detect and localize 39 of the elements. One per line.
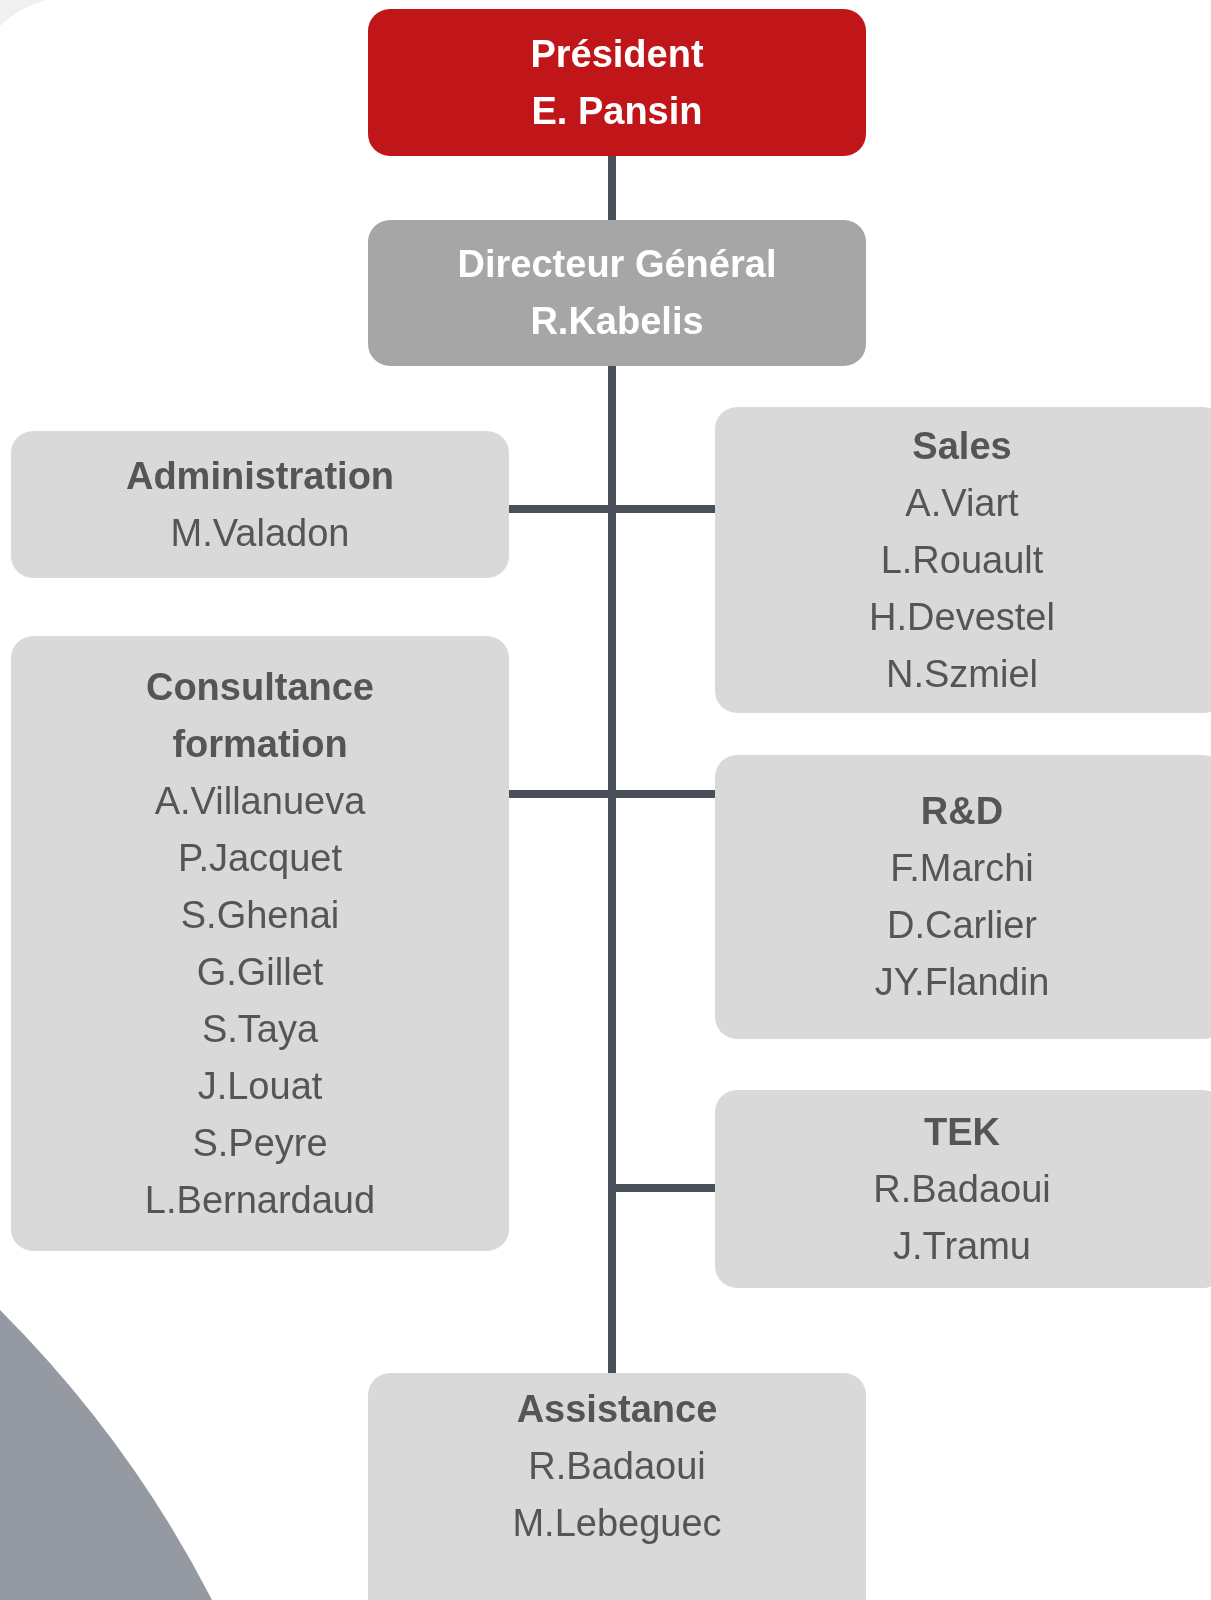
org-box	[715, 407, 1211, 713]
box-title: Directeur Général	[457, 242, 777, 287]
person-name: P.Jacquet	[177, 835, 343, 881]
person-name: L.Rouault	[880, 537, 1044, 583]
person-name: D.Carlier	[887, 903, 1037, 948]
box-title: Administration	[125, 453, 395, 499]
person-name: J.Louat	[197, 1063, 323, 1109]
person-name: M.Lebeguec	[512, 1501, 722, 1546]
person-name: N.Szmiel	[886, 651, 1038, 697]
person-name: R.Badaoui	[873, 1166, 1051, 1212]
box-title: Consultance formation	[144, 664, 375, 767]
person-name: E. Pansin	[531, 88, 703, 134]
org-box	[11, 431, 509, 578]
connector-line	[608, 156, 616, 220]
org-box	[11, 636, 509, 1251]
person-name: A.Viart	[905, 480, 1019, 526]
person-name: A.Villanueva	[154, 778, 366, 824]
person-name: R.Kabelis	[530, 299, 704, 344]
org-box	[368, 1373, 866, 1600]
person-name: S.Peyre	[192, 1120, 328, 1166]
box-title: R&D	[920, 789, 1004, 834]
box-title: Sales	[912, 423, 1012, 469]
box-title: TEK	[924, 1109, 1000, 1155]
person-name: M.Valadon	[170, 510, 350, 556]
org-box	[368, 220, 866, 366]
person-name: J.Tramu	[893, 1223, 1031, 1269]
org-box	[715, 1090, 1211, 1288]
box-title: Assistance	[516, 1387, 718, 1432]
box-title: Président	[530, 31, 704, 77]
person-name: H.Devestel	[869, 594, 1055, 640]
person-name: G.Gillet	[196, 949, 324, 995]
person-name: L.Bernardaud	[144, 1177, 376, 1223]
person-name: JY.Flandin	[874, 960, 1050, 1005]
person-name: R.Badaoui	[528, 1444, 706, 1489]
person-name: S.Taya	[201, 1006, 319, 1052]
person-name: S.Ghenai	[180, 892, 340, 938]
org-box	[368, 9, 866, 156]
person-name: F.Marchi	[890, 846, 1034, 891]
org-box	[715, 755, 1211, 1039]
